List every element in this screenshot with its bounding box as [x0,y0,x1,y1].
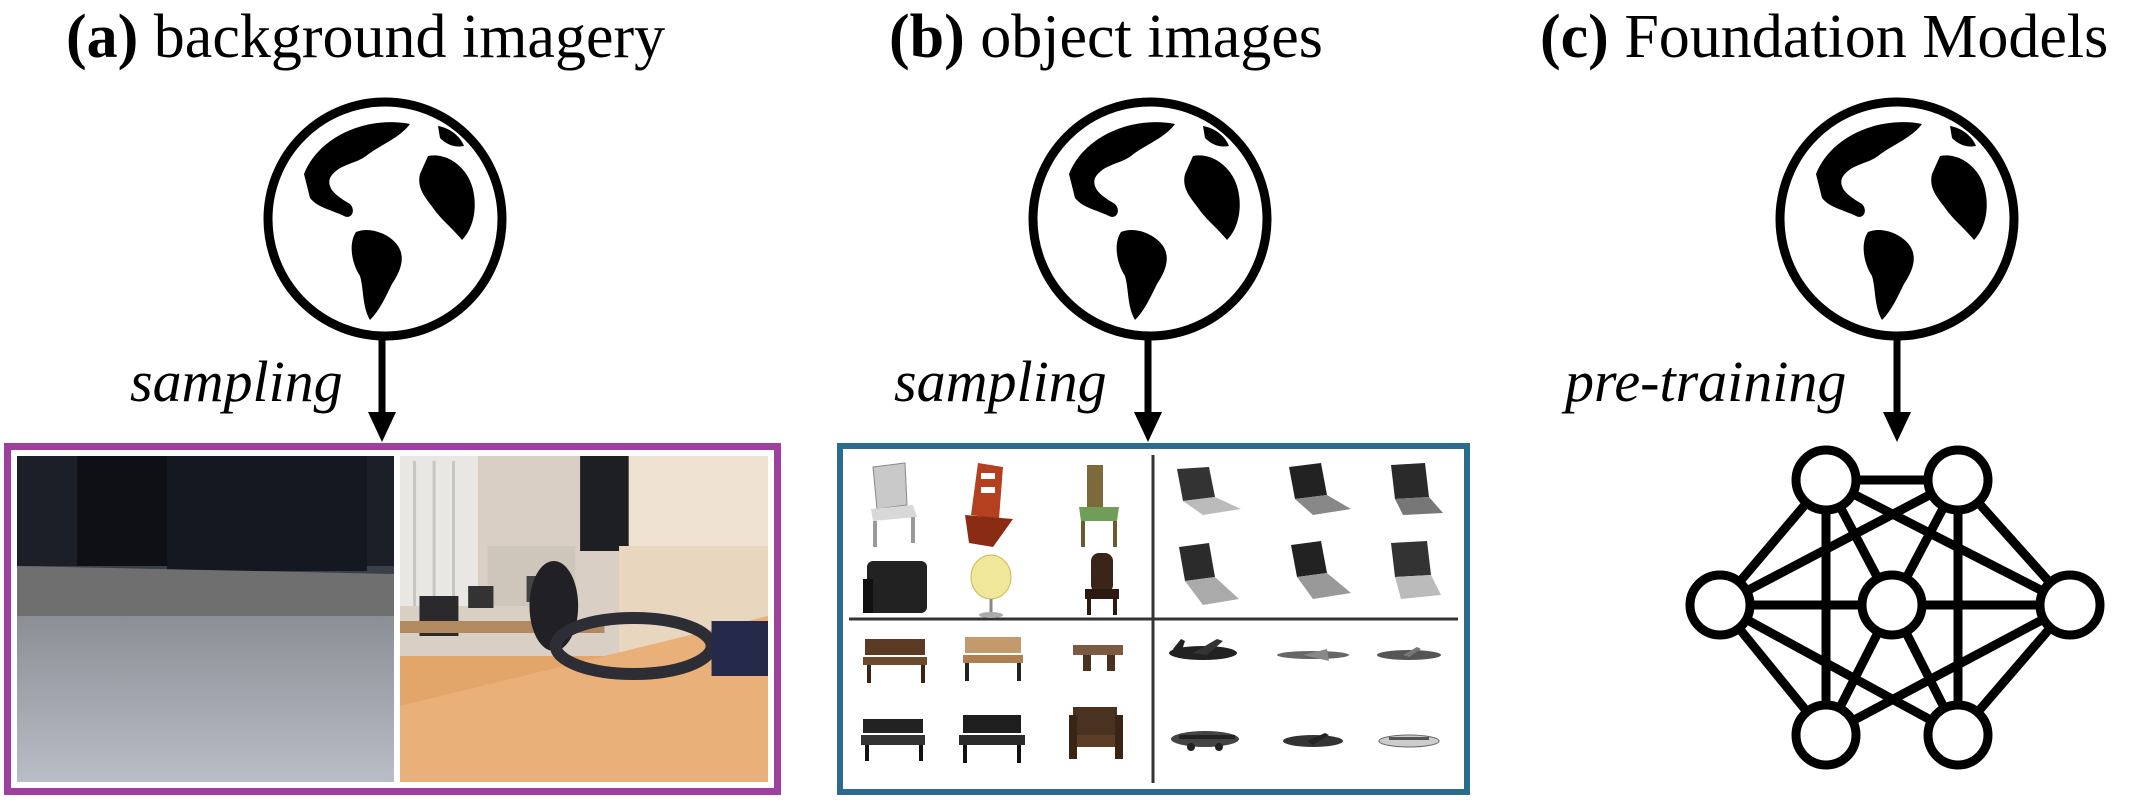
background-photo-office [400,456,768,782]
laptop-thumbnails [1177,463,1443,605]
panel-c-title: (c) Foundation Models [1540,2,2108,72]
airplane-thumb [1169,639,1237,660]
bench-thumb [863,639,927,683]
chair-thumb [863,561,927,613]
panel-c-arrow [1883,338,1911,442]
network-node [2035,570,2105,640]
laptop-thumb [1391,463,1443,515]
panel-a-title: (a) background imagery [66,2,665,72]
airplane-thumb [1377,647,1441,660]
panel-b-title: (b) object images [889,2,1323,72]
bench-thumb [959,715,1025,763]
chair-thumb [871,462,917,547]
bench-thumb [1069,707,1123,759]
chair-thumb [1085,553,1119,615]
network-node [1857,570,1927,640]
laptop-thumb [1291,541,1351,599]
bench-thumbnails [861,637,1123,763]
network-node [1923,700,1993,770]
object-images-frame [837,443,1470,795]
airplane-thumb [1378,734,1440,748]
chair-thumbnails [863,462,1119,618]
panel-c-title-text: Foundation Models [1624,3,2109,71]
airplane-thumb [1277,649,1349,661]
neural-network-icon [1685,445,2105,770]
background-imagery-frame [4,443,781,795]
chair-thumb [965,463,1013,547]
panel-b-title-text: object images [980,3,1323,71]
background-photo-floor [17,456,394,782]
globe-icon [1772,94,2022,344]
laptop-thumb [1289,463,1351,515]
laptop-thumb [1391,541,1441,599]
network-node [1923,445,1993,515]
panel-b-letter: (b) [889,3,965,71]
bench-thumb [963,637,1023,681]
panel-a-arrow [368,338,396,442]
panel-c-letter: (c) [1540,3,1609,71]
chair-thumb [1079,465,1119,547]
bench-thumb [1073,645,1123,671]
laptop-thumb [1177,467,1241,515]
airplane-thumb [1283,733,1343,747]
panel-b-arrow-label: sampling [894,349,1107,414]
globe-icon [260,94,510,344]
panel-b-arrow [1134,338,1162,442]
bench-thumb [861,719,925,761]
panel-a-arrow-label: sampling [130,349,343,414]
network-node [1685,570,1755,640]
panel-a-letter: (a) [66,3,139,71]
network-node [1791,700,1861,770]
network-node [1791,445,1861,515]
panel-c-arrow-label: pre-training [1565,349,1847,414]
globe-icon [1025,94,1275,344]
panel-a-title-text: background imagery [153,3,666,71]
airplane-thumb [1171,731,1239,751]
laptop-thumb [1179,543,1239,605]
chair-thumb [970,554,1012,618]
airplane-thumbnails [1169,639,1441,751]
